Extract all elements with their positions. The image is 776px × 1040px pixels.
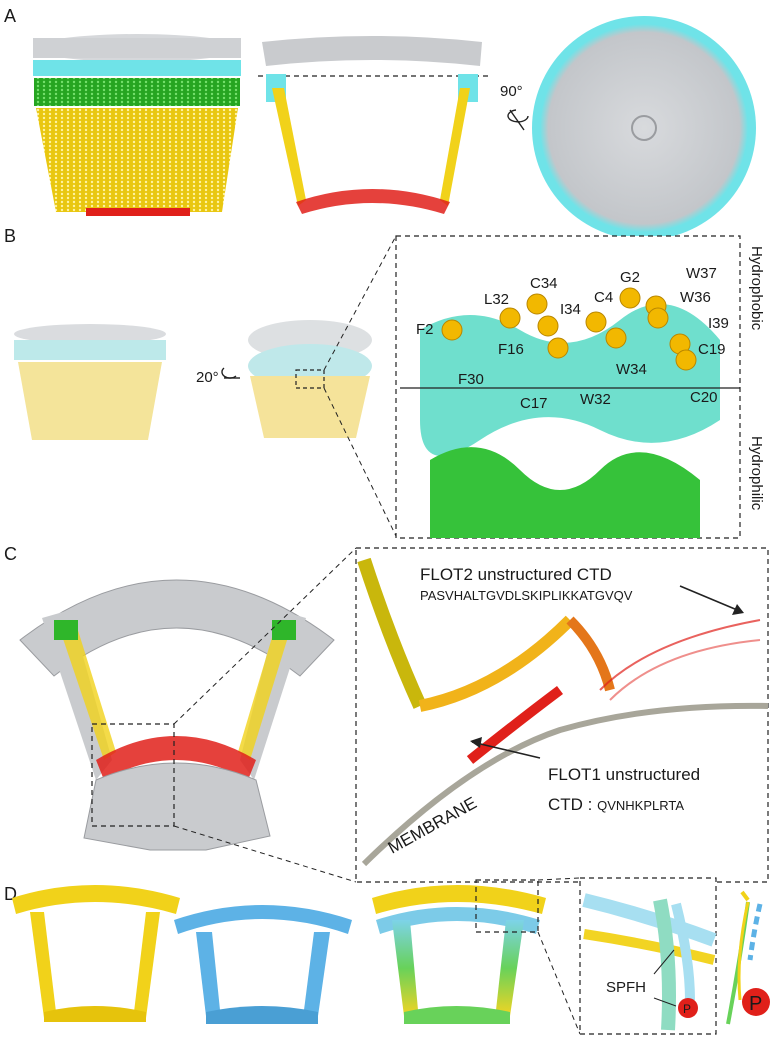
residue-c17: C17 [520, 395, 548, 412]
residue-c20: C20 [690, 389, 718, 406]
p-large-label: P [749, 993, 762, 1015]
panel-label-a: A [4, 6, 16, 26]
cage-side-view-small [14, 324, 166, 440]
residue-w37: W37 [686, 265, 717, 282]
residue-f2: F2 [416, 321, 434, 338]
residue-c19: C19 [698, 341, 726, 358]
cage-flot1-yellow [12, 885, 180, 1022]
rotation-arrow-b: 20° [196, 367, 240, 386]
flot2-sequence: PASVHALTGVDLSKIPLIKKATGVQV [420, 588, 633, 603]
panel-label-c: C [4, 544, 17, 564]
cage-merged [372, 879, 546, 1024]
residue-f16: F16 [498, 341, 524, 358]
zoom-lines-c [173, 547, 357, 883]
cage-tilted-view [248, 320, 372, 438]
flot1-ctd-prefix: CTD : [548, 795, 597, 814]
hydrophobic-label: Hydrophobic [748, 246, 765, 331]
zoom-lines-b [323, 235, 397, 537]
residue-w36: W36 [680, 289, 711, 306]
residue-i34: I34 [560, 301, 581, 318]
cage-side-view [33, 34, 241, 216]
residue-labels: F2 L32 C34 I34 F16 F30 C17 C4 G2 W37 W36… [416, 265, 729, 412]
zoom-inset-d [579, 877, 717, 1035]
residue-w32: W32 [580, 391, 611, 408]
zoom-lines-d [537, 877, 581, 1035]
p-small-label: P [683, 1002, 691, 1016]
residue-w34: W34 [616, 361, 647, 378]
residue-c34: C34 [530, 275, 558, 292]
zoom-inset-b [395, 235, 741, 539]
schematic-d [726, 890, 770, 1025]
zoom-inset-c [355, 547, 769, 883]
cage-cross-section-c [19, 579, 335, 851]
cage-section-view [258, 36, 488, 214]
hydrophilic-label: Hydrophilic [748, 436, 765, 511]
panel-label-b: B [4, 226, 16, 246]
cage-flot2-blue [174, 905, 352, 1024]
flot1-sequence: QVNHKPLRTA [597, 798, 684, 813]
residue-i39: I39 [708, 315, 729, 332]
rotation-label-b: 20° [196, 369, 219, 386]
residue-c4: C4 [594, 289, 613, 306]
rotation-label-a: 90° [500, 83, 523, 100]
residue-l32: L32 [484, 291, 509, 308]
spfh-label: SPFH [606, 979, 646, 996]
flot1-ctd: CTD : QVNHKPLRTA [548, 795, 684, 814]
rotation-arrow-a: 90° [500, 83, 529, 131]
residue-f30: F30 [458, 371, 484, 388]
residue-g2: G2 [620, 269, 640, 286]
flot2-label: FLOT2 unstructured CTD [420, 565, 612, 584]
cage-top-view [532, 16, 756, 240]
flot1-label: FLOT1 unstructured [548, 765, 700, 784]
